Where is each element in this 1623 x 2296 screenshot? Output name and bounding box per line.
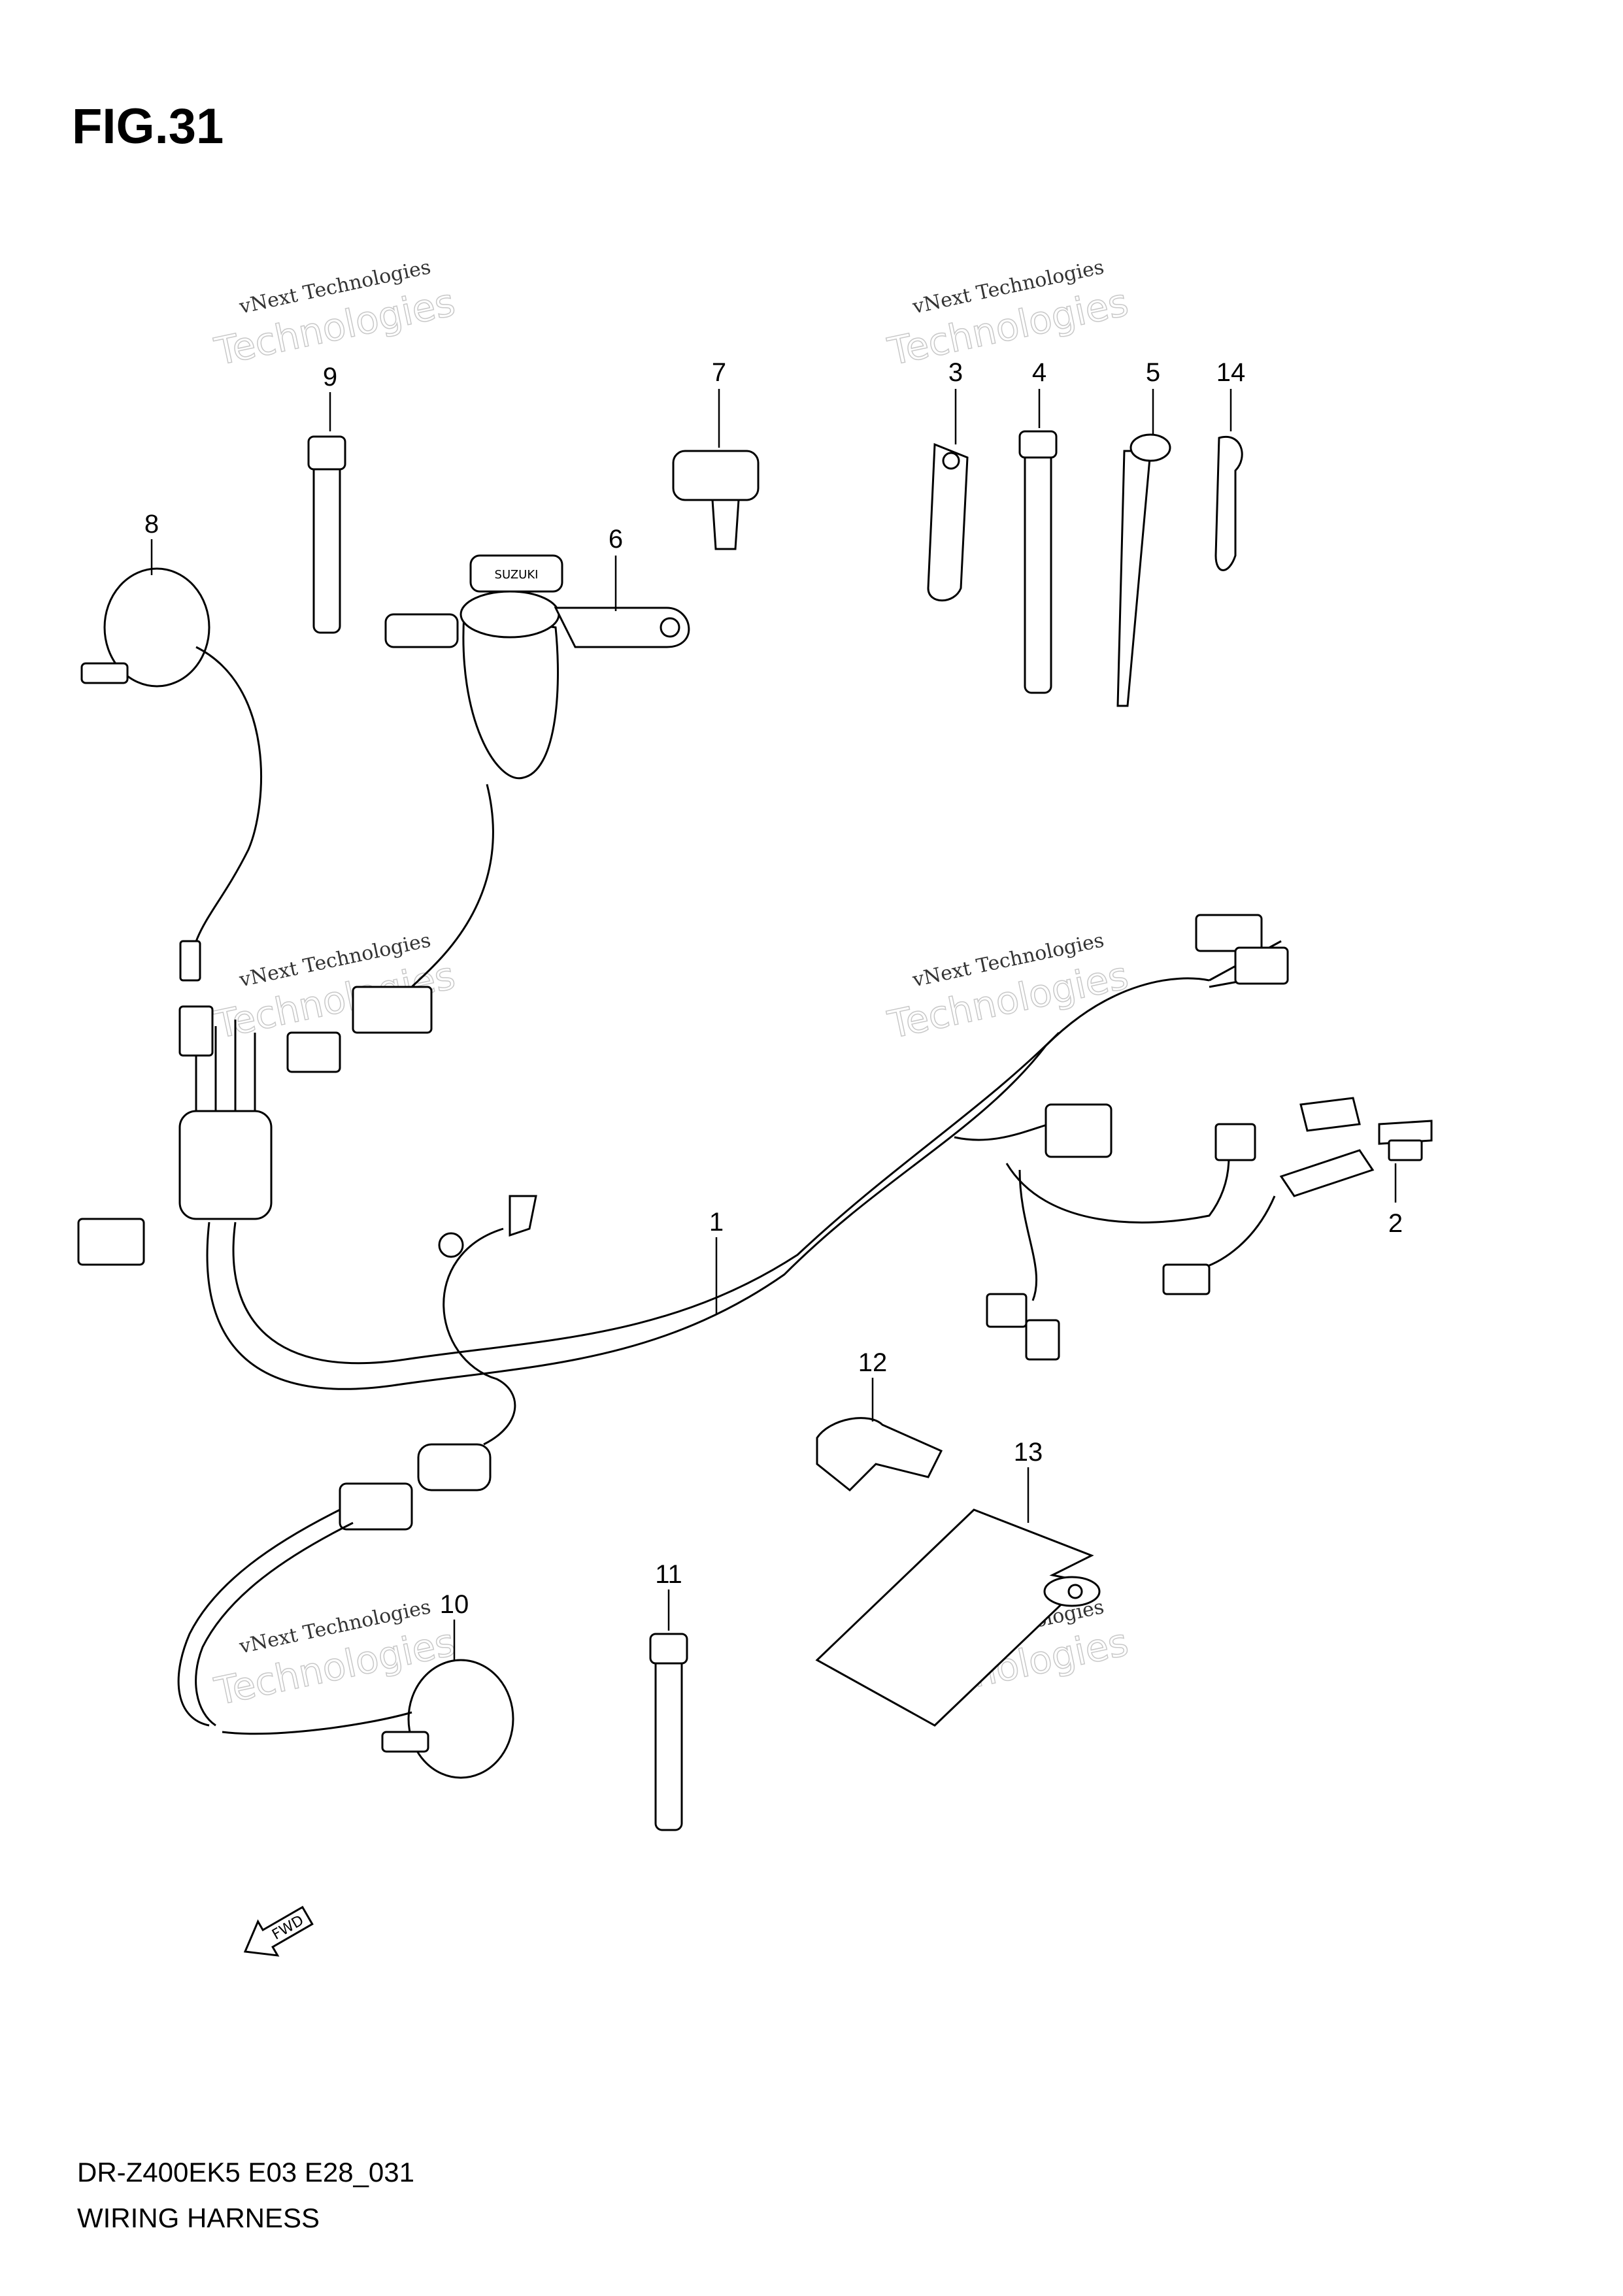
part-group-name: WIRING HARNESS xyxy=(77,2203,320,2233)
cable-tie-part-4 xyxy=(1018,430,1058,694)
watermark: Technologies vNext Technologies xyxy=(884,929,1133,1048)
svg-text:5: 5 xyxy=(1146,358,1160,387)
callout-3: 3 xyxy=(948,358,963,444)
svg-text:1: 1 xyxy=(709,1208,724,1237)
callout-5: 5 xyxy=(1146,358,1160,435)
svg-text:6: 6 xyxy=(609,525,623,554)
svg-text:7: 7 xyxy=(712,358,726,387)
watermark: Technologies vNext Technologies xyxy=(210,256,460,374)
callout-13: 13 xyxy=(1014,1438,1043,1523)
svg-text:2: 2 xyxy=(1388,1209,1403,1238)
clip-part-14 xyxy=(1214,435,1243,571)
callout-10: 10 xyxy=(440,1590,469,1660)
callout-8: 8 xyxy=(144,510,159,575)
svg-text:4: 4 xyxy=(1032,358,1046,387)
cable-tie-part-9 xyxy=(307,435,346,634)
svg-text:10: 10 xyxy=(440,1590,469,1619)
cable-tie-part-5 xyxy=(1116,433,1171,707)
ignition-switch-part-6: SUZUKI xyxy=(352,554,690,1034)
callout-9: 9 xyxy=(323,363,337,431)
svg-text:3: 3 xyxy=(948,358,963,387)
callout-11: 11 xyxy=(655,1560,682,1631)
fuse-part-2 xyxy=(1378,1120,1433,1161)
main-harness-part-1 xyxy=(77,914,1375,1727)
clamp-part-3 xyxy=(927,442,969,602)
sensor-part-10 xyxy=(222,1659,514,1779)
svg-text:13: 13 xyxy=(1014,1438,1043,1467)
sensor-part-8 xyxy=(80,567,262,982)
svg-text:8: 8 xyxy=(144,510,159,539)
key-brand-label: SUZUKI xyxy=(495,568,539,582)
callout-6: 6 xyxy=(609,525,623,611)
key-part-7 xyxy=(672,450,760,550)
callout-12: 12 xyxy=(858,1348,888,1422)
callout-1: 1 xyxy=(709,1208,724,1314)
bracket-part-13 xyxy=(815,1508,1101,1727)
cable-tie-part-11 xyxy=(649,1633,688,1831)
model-code: DR-Z400EK5 E03 E28_031 xyxy=(77,2157,414,2188)
svg-text:11: 11 xyxy=(655,1560,682,1589)
svg-text:14: 14 xyxy=(1216,358,1246,387)
forward-arrow-icon: FWD xyxy=(243,1905,314,1957)
callout-4: 4 xyxy=(1032,358,1046,428)
svg-text:12: 12 xyxy=(858,1348,888,1377)
callout-7: 7 xyxy=(712,358,726,448)
callout-2: 2 xyxy=(1388,1163,1403,1238)
cover-part-12 xyxy=(816,1417,943,1492)
watermark: Technologies vNext Technologies xyxy=(884,256,1133,374)
svg-text:9: 9 xyxy=(323,363,337,391)
callout-14: 14 xyxy=(1216,358,1246,431)
figure-title: FIG.31 xyxy=(72,99,224,154)
